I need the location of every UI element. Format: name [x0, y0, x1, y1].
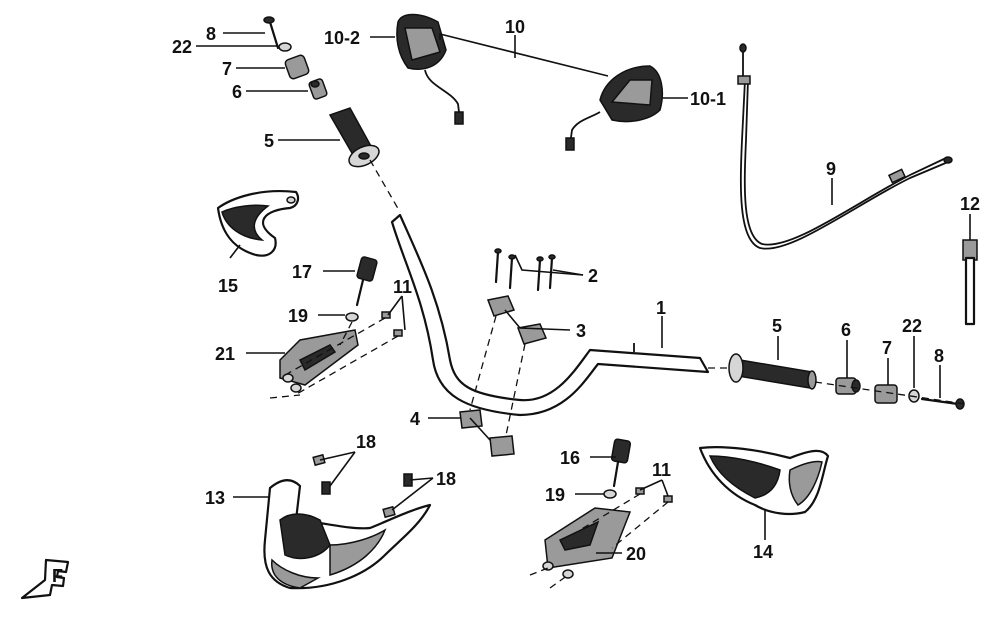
label-10-2: 10-2 [324, 28, 360, 48]
label-18-right: 18 [436, 469, 456, 489]
label-5-left: 5 [264, 131, 274, 151]
leader-lines [196, 32, 971, 554]
throttle-cable [737, 43, 953, 250]
left-mirror [396, 13, 464, 125]
front-direction-marker: F [20, 558, 70, 600]
left-mount-axis-3 [279, 317, 386, 379]
holder-axis-left [469, 315, 497, 411]
label-6-left: 6 [232, 82, 242, 102]
left-hand-guard [216, 190, 300, 257]
front-marker-letter: F [52, 566, 63, 586]
lower-holders [459, 409, 515, 457]
right-mirror [565, 65, 663, 151]
cable-tie [962, 239, 978, 326]
label-11-left: 11 [393, 277, 412, 297]
right-collar [835, 377, 861, 395]
left-mount-washer [345, 312, 359, 322]
clamp-bolts [494, 248, 556, 292]
label-16: 16 [560, 448, 580, 468]
front-visor [263, 479, 432, 590]
label-2: 2 [588, 266, 598, 286]
label-9: 9 [826, 159, 836, 179]
left-guard-bracket [279, 329, 359, 393]
label-7-right: 7 [882, 338, 892, 358]
left-mount-screws [381, 311, 403, 337]
label-22-left: 22 [172, 37, 192, 57]
label-7-left: 7 [222, 59, 232, 79]
right-guard-mount-bolt [610, 438, 632, 488]
right-bar-end-weight [874, 384, 898, 404]
upper-holders [486, 295, 548, 345]
right-grip-axis [814, 381, 966, 405]
label-6-right: 6 [841, 320, 851, 340]
right-grip [728, 353, 817, 390]
holder-axis-right [504, 343, 526, 441]
handlebar-centerline [369, 159, 401, 213]
left-guard-mount-bolt [355, 256, 378, 307]
label-19-left: 19 [288, 306, 308, 326]
right-mount-axis-4 [549, 574, 569, 589]
left-mount-axis-2 [294, 335, 399, 396]
label-10-1: 10-1 [690, 89, 726, 109]
right-hand-guard [698, 446, 830, 516]
right-bar-end-bolt [920, 397, 965, 410]
left-mount-axis-4 [269, 394, 301, 399]
label-19-right: 19 [545, 485, 565, 505]
left-collar [308, 78, 328, 100]
label-13: 13 [205, 488, 225, 508]
mirror-set-bracket [439, 32, 609, 77]
label-10: 10 [505, 17, 525, 37]
label-8-left: 8 [206, 24, 216, 44]
right-guard-bracket [542, 507, 632, 579]
label-8-right: 8 [934, 346, 944, 366]
label-21: 21 [215, 344, 235, 364]
label-12: 12 [960, 194, 980, 214]
left-washer [278, 42, 292, 52]
label-11-right: 11 [652, 460, 671, 480]
label-20: 20 [626, 544, 646, 564]
handlebar-tube [390, 213, 710, 417]
left-mount-axis [339, 321, 353, 346]
visor-clips [312, 453, 413, 519]
label-15: 15 [218, 276, 238, 296]
left-bar-end-weight [284, 54, 310, 80]
right-mount-washer [603, 489, 617, 499]
right-mount-axis [611, 501, 669, 549]
label-4: 4 [410, 409, 420, 429]
right-mount-axis-3 [529, 567, 549, 576]
label-3: 3 [576, 321, 586, 341]
label-17: 17 [292, 262, 312, 282]
label-1: 1 [656, 298, 666, 318]
label-22-right: 22 [902, 316, 922, 336]
label-14: 14 [753, 542, 773, 562]
label-18-left: 18 [356, 432, 376, 452]
left-bar-end-bolt [263, 16, 280, 50]
label-5-right: 5 [772, 316, 782, 336]
